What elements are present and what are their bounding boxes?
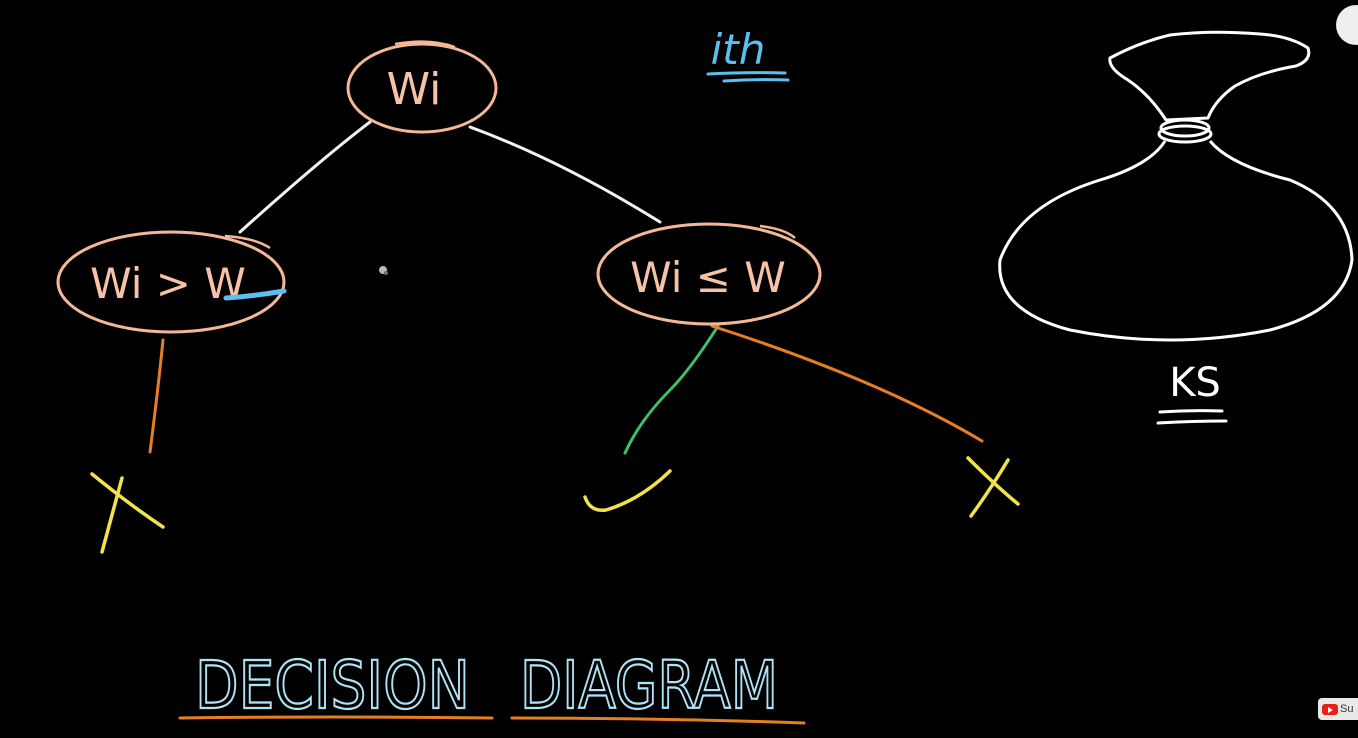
- title-word-decision: DECISION: [195, 647, 470, 724]
- youtube-logo-icon: [1322, 703, 1338, 715]
- right-node: Wi ≤ W: [596, 222, 822, 326]
- edge-root-left: [238, 120, 372, 234]
- edge-root-right: [468, 125, 662, 224]
- title-underline-diagram: [510, 716, 806, 725]
- left-node-w-highlight: [223, 288, 287, 301]
- knapsack-bag-icon: [998, 30, 1354, 342]
- root-node: Wi: [346, 40, 498, 134]
- title-word-diagram: DIAGRAM: [520, 647, 778, 724]
- root-node-label: Wi: [387, 64, 442, 115]
- left-node-label: Wi > W: [90, 259, 246, 308]
- knapsack-underline-1: [1158, 409, 1224, 414]
- ith-label: ith: [711, 25, 766, 74]
- subscribe-badge[interactable]: Su: [1318, 698, 1358, 720]
- video-overlay-circle: [1336, 5, 1358, 45]
- pen-cursor-icon: [379, 266, 388, 275]
- title-underline-decision: [178, 715, 494, 720]
- edge-left-outcome: [148, 338, 165, 454]
- right-node-label: Wi ≤ W: [630, 253, 786, 302]
- knapsack-underline-2: [1156, 419, 1228, 425]
- left-outcome-cross: ✗: [90, 472, 165, 554]
- ith-underline-2: [722, 78, 790, 83]
- ith-underline-1: [706, 71, 787, 76]
- edge-right-include: [623, 324, 720, 455]
- right-exclude-cross: ✗: [966, 456, 1020, 518]
- edge-right-exclude: [710, 324, 984, 443]
- knapsack-label: KS: [1169, 360, 1221, 406]
- subscribe-badge-text: Su: [1340, 703, 1354, 715]
- left-node: Wi > W: [56, 230, 287, 334]
- right-include-check: ✓: [583, 469, 672, 512]
